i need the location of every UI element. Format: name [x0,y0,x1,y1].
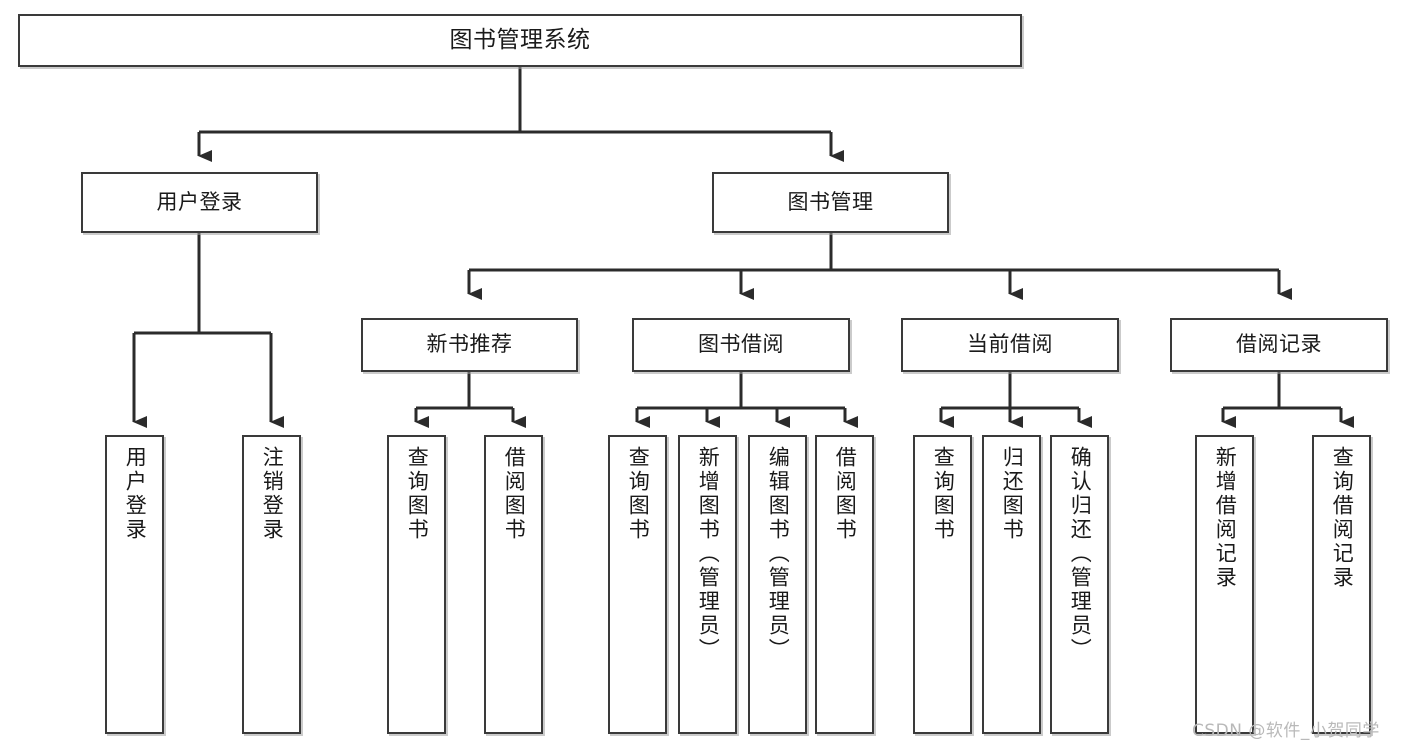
node-label: 图书管理 [787,189,874,214]
node-label: 查询图书 [626,446,651,542]
leaf-query-book-recommend[interactable]: 查询图书 [387,435,446,734]
leaf-query-book-current[interactable]: 查询图书 [913,435,972,734]
node-label: 图书借阅 [698,332,784,357]
leaf-query-book-borrow[interactable]: 查询图书 [608,435,667,734]
leaf-return-book[interactable]: 归还图书 [982,435,1041,734]
node-label: 图书管理系统 [449,27,591,54]
node-label: 注销登录 [260,446,285,542]
node-user-login[interactable]: 用户登录 [81,172,318,233]
leaf-logout[interactable]: 注销登录 [242,435,301,734]
node-label: 查询图书 [931,446,956,542]
node-label: 新增借阅记录 [1213,446,1238,590]
leaf-user-login[interactable]: 用户登录 [105,435,164,734]
node-label: 确认归还（管理员） [1068,446,1093,662]
leaf-add-borrow-record[interactable]: 新增借阅记录 [1195,435,1254,734]
node-label: 新增图书（管理员） [696,446,721,662]
node-borrow-record[interactable]: 借阅记录 [1170,318,1388,372]
leaf-borrow-book-recommend[interactable]: 借阅图书 [484,435,543,734]
node-new-book-recommend[interactable]: 新书推荐 [361,318,578,372]
leaf-borrow-book[interactable]: 借阅图书 [815,435,874,734]
leaf-edit-book-admin[interactable]: 编辑图书（管理员） [748,435,807,734]
node-book-management[interactable]: 图书管理 [712,172,949,233]
node-current-borrow[interactable]: 当前借阅 [901,318,1119,372]
node-root-book-management-system[interactable]: 图书管理系统 [18,14,1022,67]
node-label: 用户登录 [156,189,243,214]
node-label: 借阅图书 [502,446,527,542]
leaf-query-borrow-record[interactable]: 查询借阅记录 [1312,435,1371,734]
node-label: 当前借阅 [967,332,1053,357]
leaf-add-book-admin[interactable]: 新增图书（管理员） [678,435,737,734]
node-label: 用户登录 [123,446,148,542]
node-label: 借阅记录 [1236,332,1322,357]
node-label: 查询借阅记录 [1330,446,1355,590]
node-label: 归还图书 [1000,446,1025,542]
node-book-borrow[interactable]: 图书借阅 [632,318,850,372]
node-label: 编辑图书（管理员） [766,446,791,662]
node-label: 查询图书 [405,446,430,542]
csdn-watermark: CSDN @软件_小贺同学 [1192,721,1380,741]
node-label: 借阅图书 [833,446,858,542]
leaf-confirm-return-admin[interactable]: 确认归还（管理员） [1050,435,1109,734]
node-label: 新书推荐 [426,332,513,357]
